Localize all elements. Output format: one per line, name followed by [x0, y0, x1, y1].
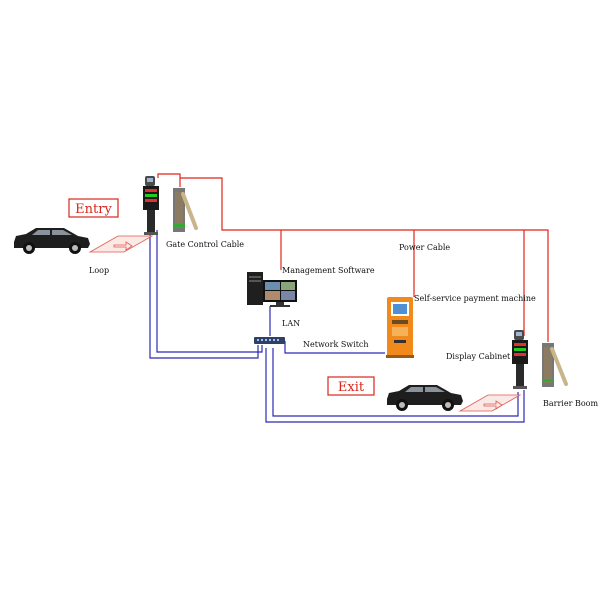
power-cable-label: Power Cable [399, 243, 450, 252]
power-line-main [180, 177, 549, 342]
network-switch-icon [254, 337, 285, 344]
loop-label: Loop [89, 266, 109, 275]
exit-label: Exit [338, 380, 365, 395]
management-software-label: Management Software [282, 266, 375, 275]
network-cable-lines [149, 230, 525, 423]
payment-kiosk-icon [386, 297, 414, 358]
entry-car-icon [14, 228, 90, 254]
display-cabinet-label: Display Cabinet [446, 352, 511, 361]
network-line-exit-inner [272, 348, 519, 417]
network-switch-label: Network Switch [303, 340, 369, 349]
exit-display-cabinet-icon [512, 330, 528, 389]
network-line-exit-outer [265, 348, 525, 423]
entry-label: Entry [75, 202, 112, 217]
exit-car-icon [387, 385, 463, 411]
lan-label: LAN [282, 319, 300, 328]
network-line-entry-inner [156, 230, 263, 353]
self-service-payment-machine-label: Self-service payment machine [414, 294, 536, 303]
exit-barrier-gate-icon [542, 343, 568, 387]
gate-control-cable-label: Gate Control Cable [166, 240, 244, 249]
network-line-entry-outer [149, 230, 259, 359]
entry-label-box [68, 198, 119, 218]
management-computer-icon [247, 272, 297, 307]
power-cable-lines [157, 173, 549, 342]
entry-display-cabinet-icon [143, 176, 159, 235]
entry-loop-icon [88, 235, 154, 253]
network-line-to-kiosk [284, 341, 385, 354]
exit-loop-icon [458, 394, 522, 412]
entry-barrier-gate-icon [173, 188, 198, 232]
power-line-entry-top [157, 173, 181, 187]
exit-label-box [327, 376, 375, 396]
barrier-boom-label: Barrier Boom [543, 399, 598, 408]
